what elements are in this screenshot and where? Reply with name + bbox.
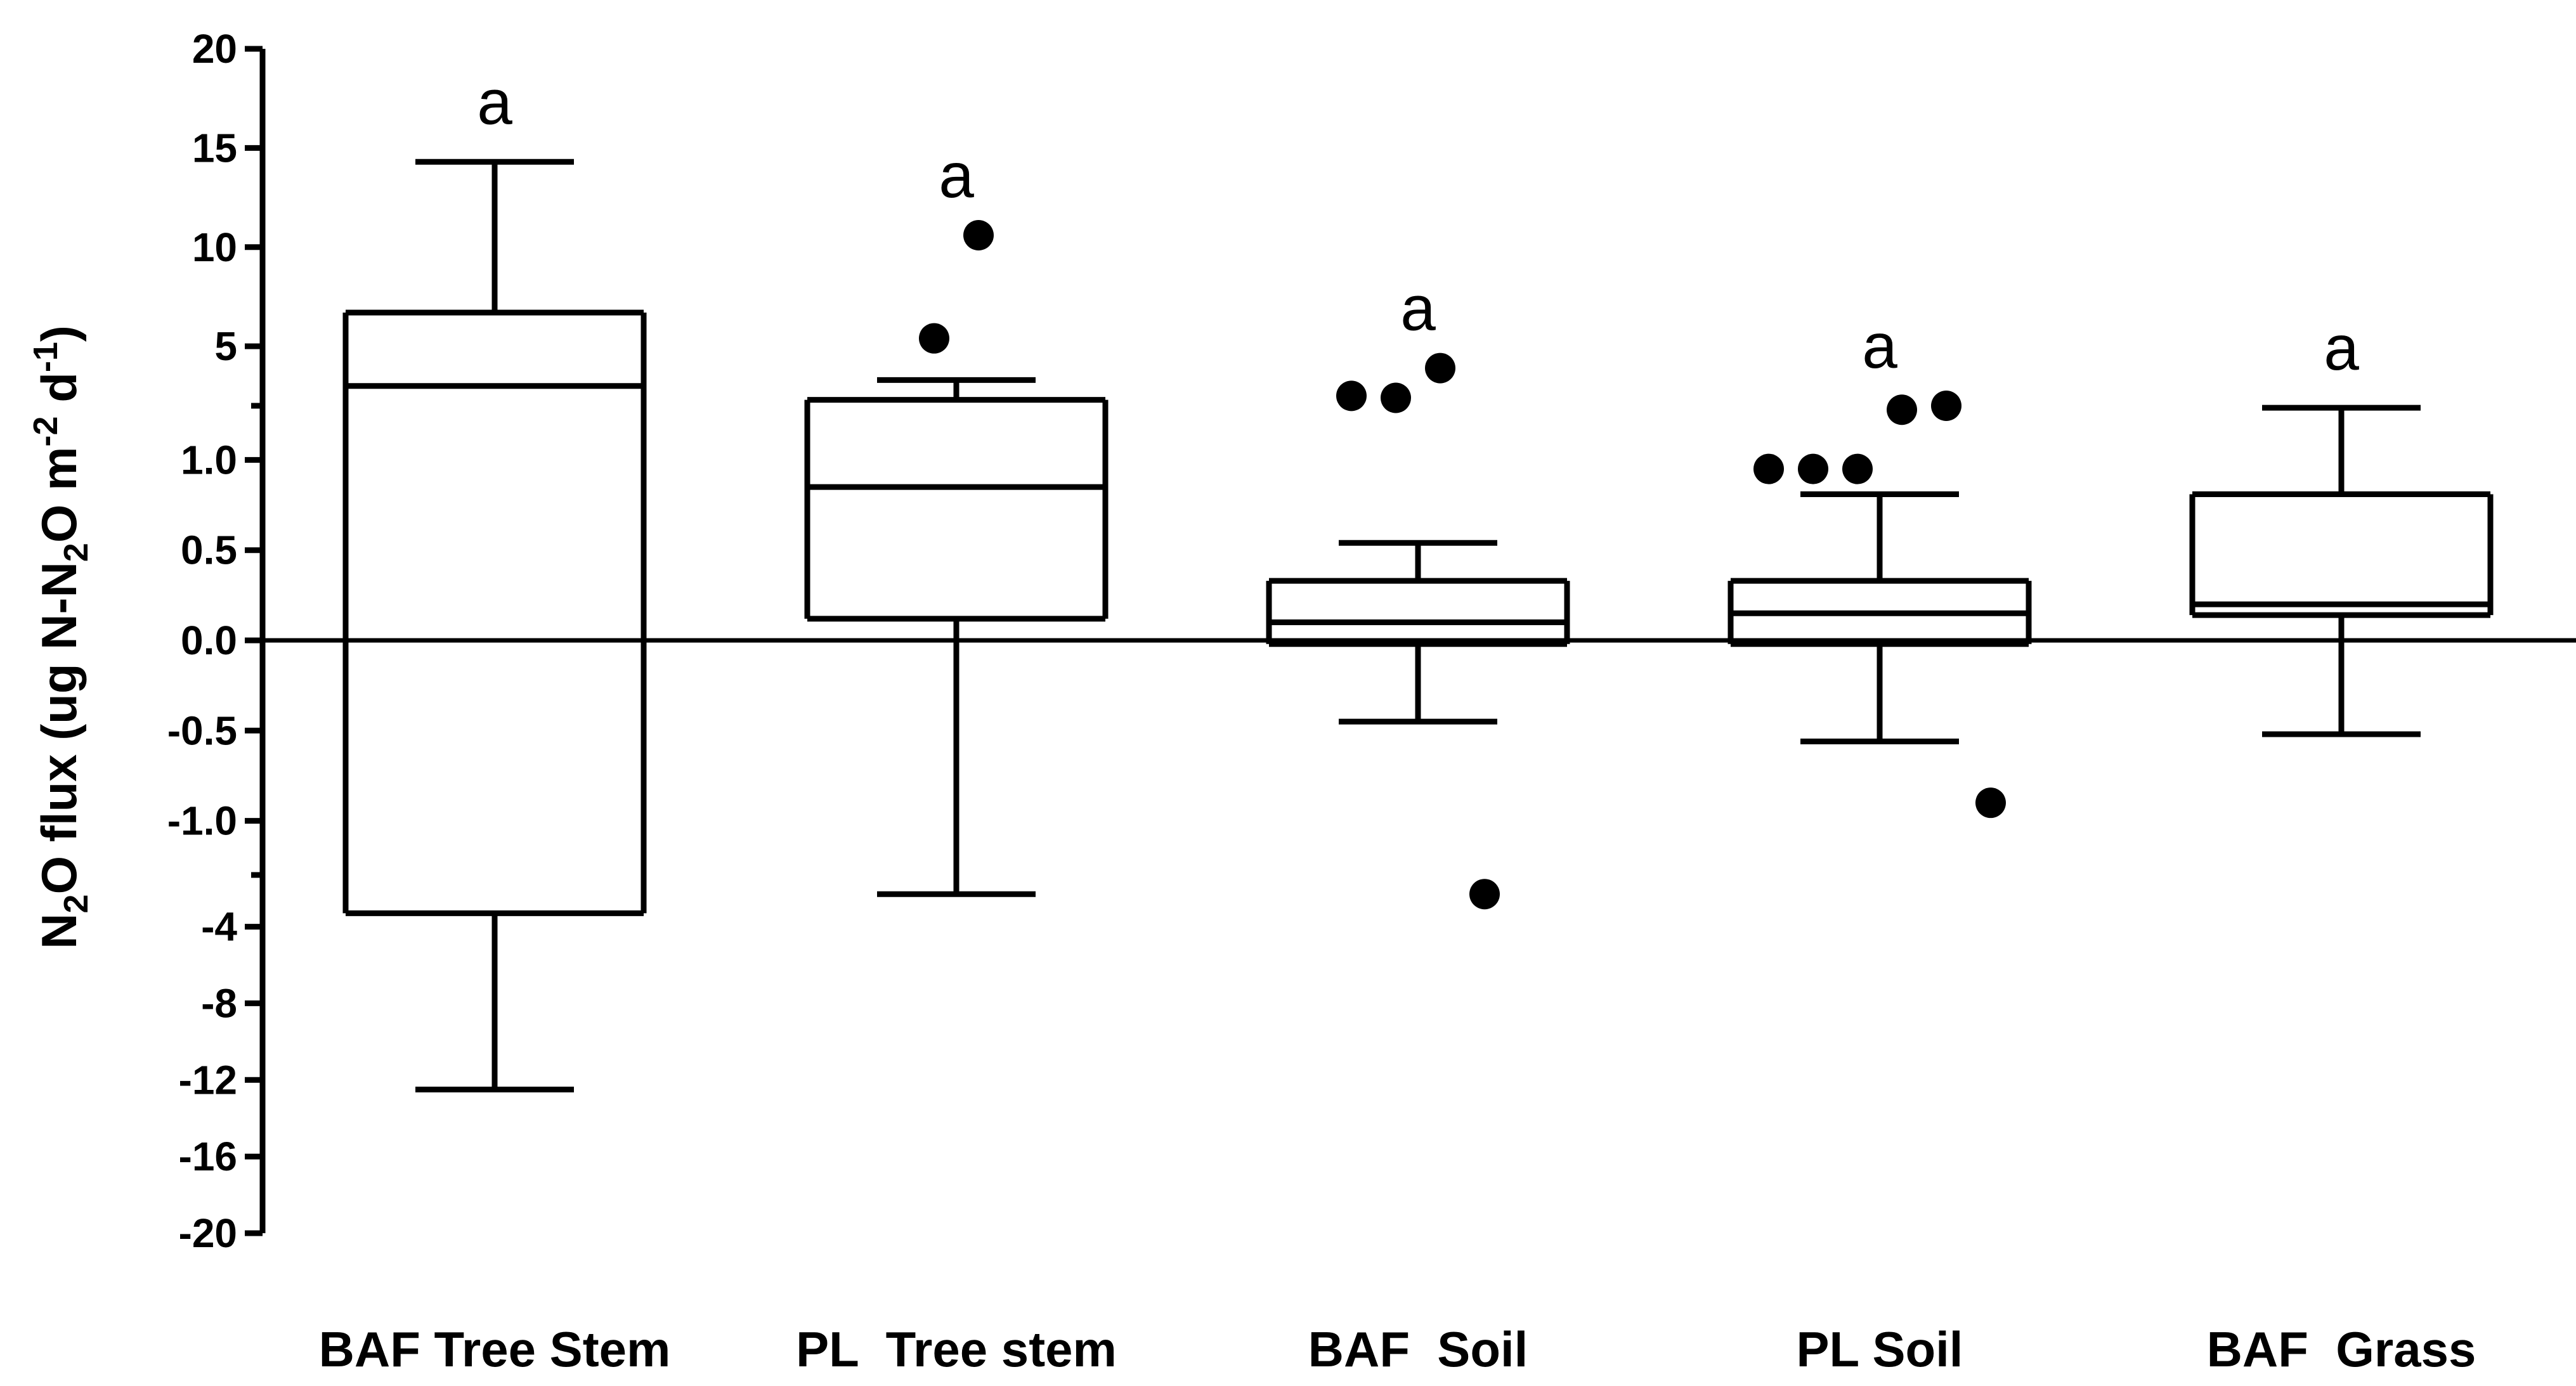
y-axis-label: N2O flux (ug N-N2O m-2 d-1) (27, 325, 95, 949)
ylabel-part: O m (31, 446, 87, 543)
significance-letter: a (477, 67, 512, 138)
significance-letter: a (939, 140, 974, 211)
y-tick-label: 10 (192, 224, 237, 270)
outlier-point (1798, 453, 1828, 484)
outlier-point (1975, 787, 2006, 819)
category-label-layer: BAF Tree Stem PL Tree stem BAF Soil PL Soil… (319, 1321, 2476, 1377)
ylabel-sub: 2 (57, 894, 95, 913)
box-group: a (342, 67, 647, 1092)
y-tick-label: 1.0 (181, 437, 237, 483)
y-tick-label: 0.5 (181, 528, 237, 573)
category-label: PL Tree stem (796, 1321, 1117, 1377)
ylabel-sup: -1 (27, 342, 65, 372)
category-label: BAF Grass (2207, 1321, 2476, 1377)
ylabel-sub: 2 (57, 543, 95, 562)
box-group: a (1727, 311, 2032, 819)
box-group: a (1266, 273, 1570, 910)
y-tick-label: -12 (179, 1057, 238, 1103)
ylabel-part: ) (31, 325, 87, 342)
outlier-point (1381, 382, 1411, 413)
outlier-point (1842, 453, 1873, 484)
outlier-point (1425, 353, 1455, 384)
outlier-point (1753, 453, 1784, 484)
outlier-point (1469, 879, 1500, 910)
category-label: BAF Soil (1308, 1321, 1528, 1377)
category-label: PL Soil (1797, 1321, 1963, 1377)
y-tick-label: -20 (179, 1210, 238, 1256)
outlier-point (919, 323, 949, 354)
y-tick-label: -16 (179, 1134, 238, 1179)
outlier-point (963, 220, 994, 251)
y-tick-label: 5 (214, 323, 237, 369)
y-tick-label: 15 (192, 125, 237, 171)
significance-letter: a (1862, 311, 1897, 382)
ylabel-sup: -2 (27, 416, 65, 446)
y-tick-label: -1.0 (167, 798, 237, 844)
outlier-point (1336, 380, 1367, 411)
box-group: a (804, 140, 1109, 897)
y-tick-label: -0.5 (167, 708, 237, 753)
y-tick-label: 0.0 (181, 618, 237, 663)
box-layer: a a a a a (342, 67, 2494, 1092)
outlier-point (1931, 391, 1961, 421)
y-tick-label: -8 (201, 980, 237, 1026)
outlier-point (1887, 394, 1917, 425)
y-axis: 5 10 15 20 -1.0 -0.5 0.0 0.5 1.0 -20 -16 -12 -8 -4 (167, 26, 266, 1256)
box-group: a (2189, 313, 2494, 737)
significance-letter: a (2324, 313, 2359, 384)
y-tick-label: 20 (192, 26, 237, 72)
category-label: BAF Tree Stem (319, 1321, 671, 1377)
significance-letter: a (1400, 273, 1436, 344)
ylabel-part: O flux (ug N-N (31, 562, 87, 894)
y-tick-label: -4 (201, 904, 237, 950)
ylabel-part: N (31, 914, 87, 949)
ylabel-part: d (31, 372, 87, 416)
svg-text:N2O flux (ug N-N2O m-2 d-1): N2O flux (ug N-N2O m-2 d-1) (27, 325, 95, 949)
